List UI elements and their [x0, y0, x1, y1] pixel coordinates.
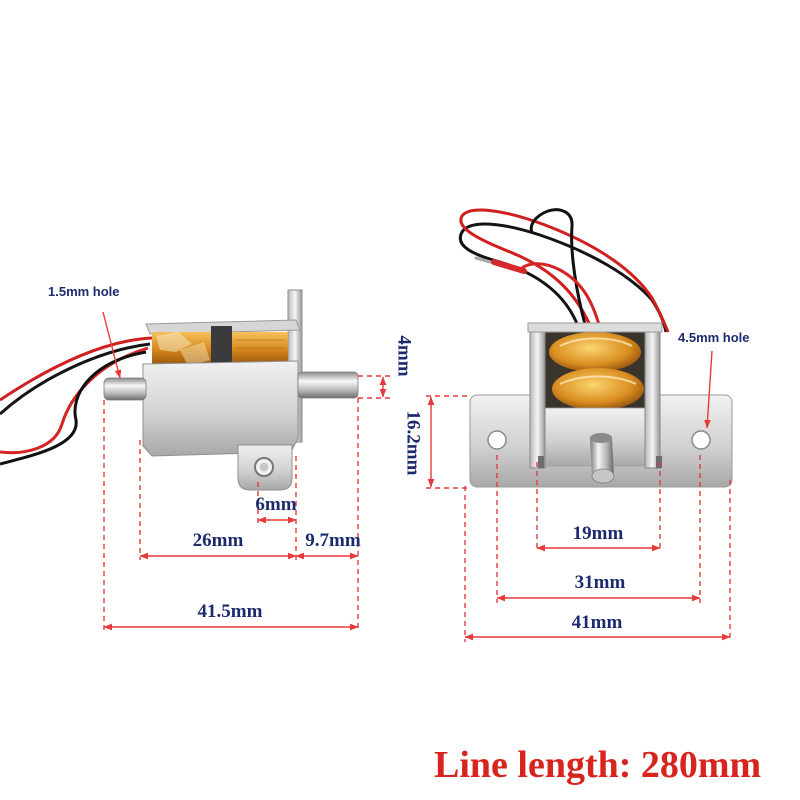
right-shaft-end	[297, 371, 359, 399]
plunger-shaft-tip	[591, 468, 615, 484]
dim-label-41mm: 41mm	[572, 612, 623, 633]
plunger-shaft	[590, 438, 614, 476]
dim-label-4mm: 4mm	[394, 335, 415, 376]
hole-label-left: 1.5mm hole	[48, 284, 120, 299]
left-shaft-end	[103, 377, 147, 401]
right-lead-wires	[458, 208, 670, 333]
plate-slot-right	[656, 456, 662, 468]
left-dimensions: 4mm 6mm 26mm 9.7mm 41.5mm 1.5mm hole	[48, 284, 415, 632]
right-dimensions: 16.2mm 19mm 31mm 41mm 4.5mm hole	[403, 330, 750, 642]
plunger-shaft-root	[590, 433, 612, 443]
wire-terminal-pin	[474, 256, 496, 265]
dim-label-31mm: 31mm	[575, 572, 626, 593]
dim-label-41-5mm: 41.5mm	[198, 601, 263, 622]
left-lead-wires	[0, 336, 153, 466]
front-frame	[142, 360, 299, 457]
coil-tape	[180, 342, 210, 366]
mounting-hole-inner	[259, 462, 269, 472]
hole-label-right: 4.5mm hole	[678, 330, 750, 345]
black-wire	[0, 342, 151, 416]
mounting-hole-left	[487, 430, 507, 450]
dim-label-6mm: 6mm	[255, 494, 296, 515]
mounting-hole-right	[691, 430, 711, 450]
line-length-caption: Line length: 280mm	[434, 744, 761, 786]
red-wire	[521, 262, 602, 329]
left-solenoid	[0, 289, 359, 491]
coil-lower	[552, 368, 644, 410]
wire-sleeve	[491, 259, 527, 274]
coil-winding	[236, 339, 284, 357]
frame-leg-left	[529, 327, 546, 469]
hole-pointer-left	[102, 311, 122, 379]
plunger-core	[211, 326, 232, 368]
frame-leg-right	[644, 327, 661, 469]
right-solenoid	[458, 208, 733, 488]
coil-tape	[156, 332, 192, 352]
dim-label-9-7mm: 9.7mm	[305, 530, 361, 551]
black-wire	[0, 350, 147, 466]
coil-tape-highlight	[559, 337, 637, 385]
dim-label-26mm: 26mm	[193, 530, 244, 551]
hole-pointer-right	[704, 350, 713, 429]
dim-label-19mm: 19mm	[573, 523, 624, 544]
frame-top-bar	[527, 322, 663, 333]
red-wire	[0, 336, 153, 402]
plate-slot-left	[538, 456, 544, 468]
dim-label-16-2mm: 16.2mm	[403, 411, 424, 476]
